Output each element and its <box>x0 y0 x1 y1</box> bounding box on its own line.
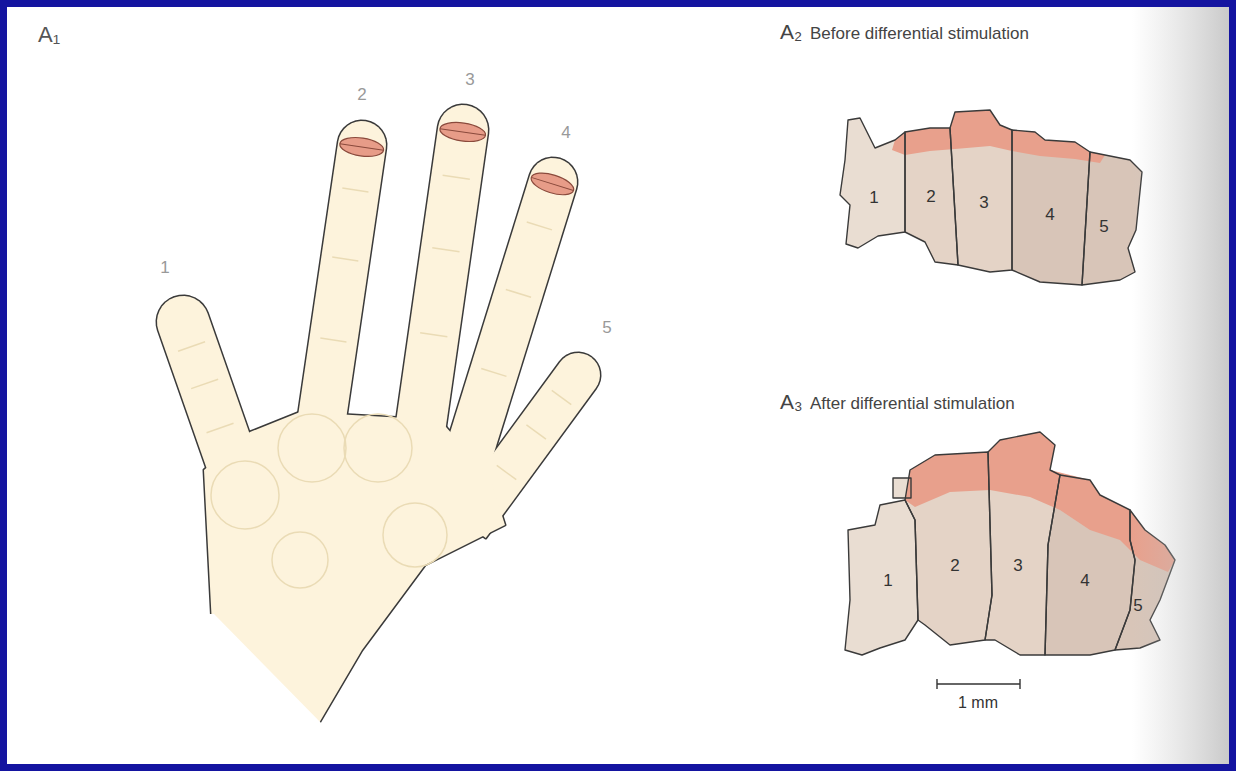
region-number: 2 <box>950 557 959 574</box>
region-number: 4 <box>1080 572 1089 589</box>
fingertip-band <box>440 129 486 136</box>
map-region: 3 <box>1010 555 1025 576</box>
cortical-map-after <box>845 432 1175 689</box>
map-region: 5 <box>1130 595 1145 616</box>
hand-fill <box>294 121 386 448</box>
finger-crease <box>342 188 368 192</box>
palm-pad <box>383 503 447 567</box>
finger-crease <box>191 379 218 388</box>
finger-crease <box>552 390 572 404</box>
panel-title: Before differential stimulation <box>810 24 1029 44</box>
hand-drawing <box>157 105 600 764</box>
finger-crease <box>432 248 459 252</box>
panel-letter: A₃ <box>780 390 803 414</box>
palm-pad <box>211 461 279 529</box>
panel-title: After differential stimulation <box>810 394 1015 414</box>
panel-letter: A₂ <box>780 20 802 44</box>
figure-panel: A₁ 1 2 3 4 5 A₂ Before differential stimulation… <box>7 7 1229 764</box>
page-shadow <box>1132 7 1229 764</box>
stimulated-fingertip <box>439 120 487 144</box>
map-region: 4 <box>1077 570 1092 591</box>
finger-number: 4 <box>561 123 570 143</box>
scale-bar <box>937 679 1020 689</box>
map-region: 2 <box>923 186 938 207</box>
panel-letter: A₁ <box>38 22 60 47</box>
finger-crease <box>526 425 546 439</box>
region-number: 1 <box>883 572 892 589</box>
region-number: 5 <box>1133 597 1142 614</box>
finger-crease <box>207 423 234 432</box>
map-region: 3 <box>976 192 991 213</box>
scale-label: 1 mm <box>958 694 998 712</box>
stimulated-fingertip <box>529 169 577 199</box>
region-number: 3 <box>1013 557 1022 574</box>
palm-pad <box>344 414 412 482</box>
cortical-map-before <box>840 110 1142 285</box>
finger-crease <box>506 289 531 297</box>
finger-number: 1 <box>160 258 169 278</box>
finger-crease <box>320 338 346 342</box>
region-number: 3 <box>979 194 988 211</box>
finger-crease <box>443 175 470 179</box>
map-region: 4 <box>1042 204 1057 225</box>
finger-crease <box>420 333 447 337</box>
hand-outline <box>294 121 386 448</box>
fingertip-band <box>531 177 573 190</box>
map-region: 1 <box>880 570 895 591</box>
finger-crease <box>332 257 358 261</box>
region-number: 4 <box>1045 206 1054 223</box>
fingertip-band <box>340 144 384 150</box>
palm-pad <box>278 414 346 482</box>
map-region: 5 <box>1096 216 1111 237</box>
finger-crease <box>497 465 517 479</box>
finger-crease <box>527 222 552 230</box>
region-number: 1 <box>869 189 878 206</box>
illustration <box>7 7 1229 764</box>
map-region: 2 <box>947 555 962 576</box>
finger-number: 2 <box>357 85 366 105</box>
finger-crease <box>178 342 205 351</box>
region-number: 5 <box>1099 218 1108 235</box>
finger-number: 3 <box>465 70 474 90</box>
stimulated-fingertip <box>339 135 385 159</box>
finger-number: 5 <box>602 318 611 338</box>
region-number: 2 <box>926 188 935 205</box>
palm-pad <box>272 532 328 588</box>
wrist-cut <box>190 614 326 764</box>
map-region: 1 <box>866 187 881 208</box>
finger-crease <box>481 369 506 377</box>
